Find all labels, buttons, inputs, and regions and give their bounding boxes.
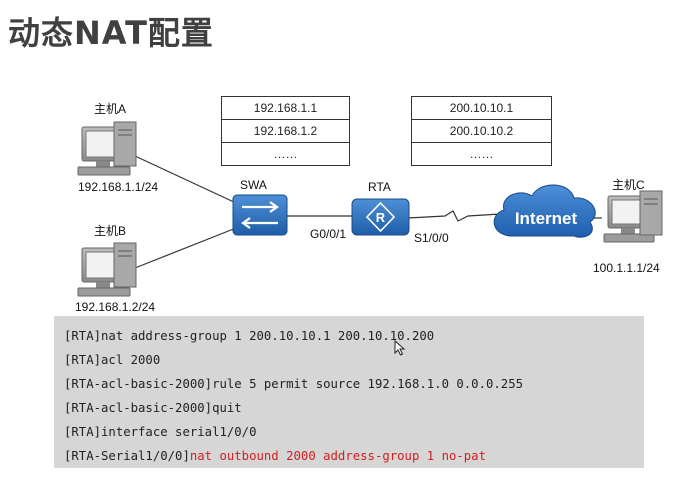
host-a-computer-icon bbox=[77, 121, 137, 176]
link-host-a-swa bbox=[134, 155, 237, 204]
code-line: [RTA-acl-basic-2000]quit bbox=[64, 396, 644, 420]
code-highlight: nat outbound 2000 address-group 1 no-pat bbox=[189, 449, 486, 463]
code-text: [RTA]acl 2000 bbox=[64, 353, 161, 367]
mouse-cursor-icon bbox=[394, 340, 406, 356]
link-host-b-swa bbox=[134, 227, 237, 269]
internet-label: Internet bbox=[515, 209, 578, 228]
code-line: [RTA]nat address-group 1 200.10.10.1 200… bbox=[64, 324, 644, 348]
code-line: [RTA-acl-basic-2000]rule 5 permit source… bbox=[64, 372, 644, 396]
code-text: [RTA-acl-basic-2000]quit bbox=[64, 401, 242, 415]
code-text: [RTA-Serial1/0/0] bbox=[64, 449, 190, 463]
host-a-ip: 192.168.1.1/24 bbox=[78, 180, 159, 194]
config-code-block: [RTA]nat address-group 1 200.10.10.1 200… bbox=[54, 316, 644, 468]
private-pool-row: …… bbox=[273, 147, 298, 161]
interface-s1-label: S1/0/0 bbox=[414, 231, 449, 245]
switch-icon bbox=[232, 194, 288, 236]
internet-cloud-icon: Internet bbox=[493, 184, 596, 238]
private-pool-row: 192.168.1.2 bbox=[222, 120, 349, 143]
page-title: 动态NAT配置 bbox=[8, 14, 214, 52]
host-b-ip: 192.168.1.2/24 bbox=[75, 300, 156, 314]
host-a-name: 主机A bbox=[94, 102, 127, 116]
host-c-name: 主机C bbox=[612, 178, 645, 192]
host-b-computer-icon bbox=[77, 242, 137, 297]
public-pool-row: …… bbox=[469, 147, 494, 161]
public-pool-row: 200.10.10.2 bbox=[412, 120, 551, 143]
router-label: RTA bbox=[368, 180, 391, 194]
router-icon: R bbox=[351, 198, 410, 236]
public-pool-row: 200.10.10.1 bbox=[412, 97, 551, 120]
private-address-pool: 192.168.1.1 192.168.1.2 …… bbox=[221, 96, 350, 166]
host-b-name: 主机B bbox=[94, 224, 127, 238]
switch-label: SWA bbox=[240, 178, 267, 192]
host-c-computer-icon bbox=[603, 190, 663, 243]
interface-g0-label: G0/0/1 bbox=[310, 227, 347, 241]
code-line: [RTA-Serial1/0/0]nat outbound 2000 addre… bbox=[64, 444, 644, 468]
code-line: [RTA]acl 2000 bbox=[64, 348, 644, 372]
private-pool-row: 192.168.1.1 bbox=[222, 97, 349, 120]
code-text: [RTA-acl-basic-2000]rule 5 permit source… bbox=[64, 377, 524, 391]
code-line: [RTA]interface serial1/0/0 bbox=[64, 420, 644, 444]
link-serial bbox=[407, 210, 501, 222]
public-address-pool: 200.10.10.1 200.10.10.2 …… bbox=[411, 96, 552, 166]
code-text: [RTA]nat address-group 1 200.10.10.1 200… bbox=[64, 329, 435, 343]
router-glyph: R bbox=[376, 210, 386, 225]
host-c-ip: 100.1.1.1/24 bbox=[593, 261, 660, 275]
code-text: [RTA]interface serial1/0/0 bbox=[64, 425, 257, 439]
